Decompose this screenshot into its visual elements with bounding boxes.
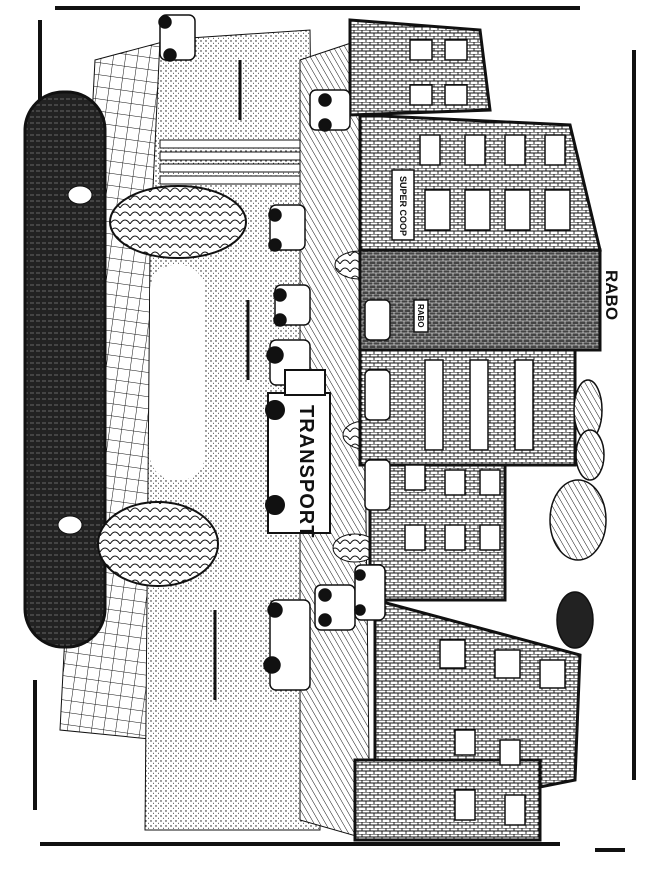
supermarket-sign-board <box>391 169 415 241</box>
plaza <box>150 265 205 480</box>
transport-truck <box>265 369 331 534</box>
frame-lines <box>33 6 636 852</box>
buildings <box>348 18 602 842</box>
tree <box>109 185 247 259</box>
bank-building <box>358 248 602 352</box>
windows <box>404 39 571 826</box>
crosswalk <box>159 139 301 185</box>
clouds <box>549 379 607 649</box>
bank-sign: RABO <box>416 304 425 328</box>
cars <box>158 14 391 691</box>
bank-roof-lettering: RABO <box>602 270 621 320</box>
tree <box>97 501 219 587</box>
truck-lettering: TRANSPORT <box>295 405 317 538</box>
supermarket-sign: SUPER COOP <box>398 176 408 236</box>
bank-sign-board <box>413 299 429 333</box>
canal <box>23 90 107 649</box>
